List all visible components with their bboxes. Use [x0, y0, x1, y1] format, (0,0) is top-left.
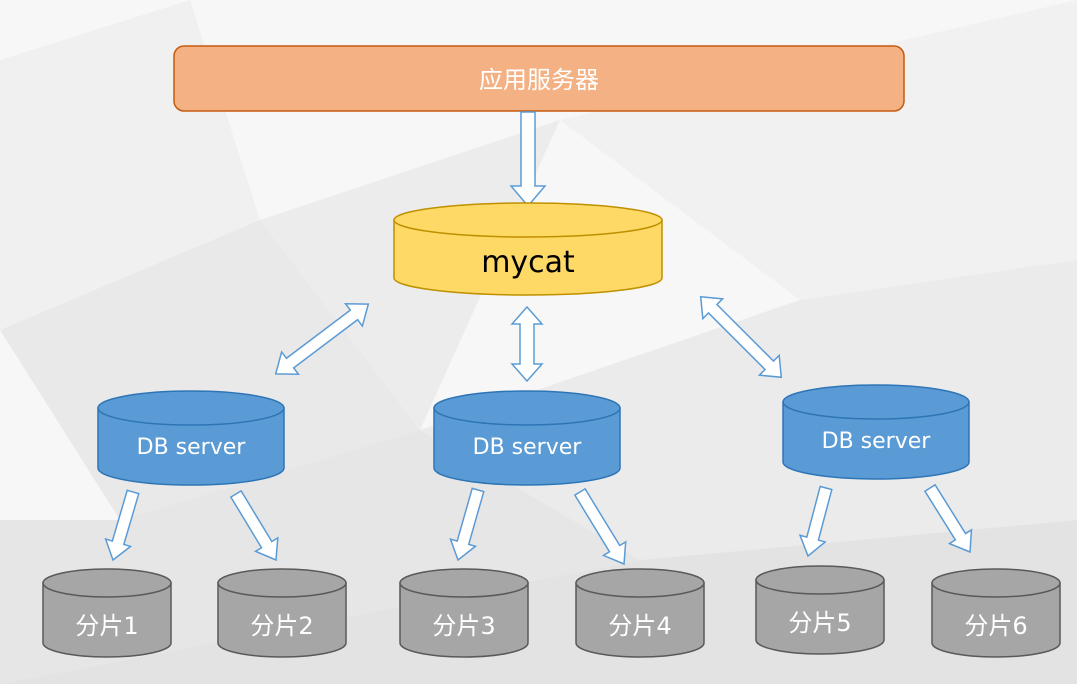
db-server-2-label: DB server — [473, 435, 583, 460]
shard-4-label: 分片4 — [608, 612, 671, 640]
arrow-db-to-shard-1 — [104, 489, 140, 562]
db-server-1: DB server — [97, 390, 285, 486]
arrow-db-to-shard-2 — [229, 489, 279, 562]
arrow-db-to-shard-4 — [573, 487, 627, 566]
shard-6: 分片6 — [931, 568, 1061, 658]
arrow-db-to-shard-3 — [449, 487, 485, 562]
shard-1-label: 分片1 — [75, 612, 138, 640]
mycat-node: mycat — [393, 202, 663, 296]
shard-4: 分片4 — [575, 568, 705, 658]
shard-2-label: 分片2 — [250, 612, 313, 640]
arrow-db-to-shard-5 — [798, 485, 833, 558]
shard-5: 分片5 — [755, 565, 885, 655]
db-server-2: DB server — [433, 390, 621, 486]
db-server-1-label: DB server — [137, 435, 247, 460]
shard-1: 分片1 — [42, 568, 172, 658]
shard-6-label: 分片6 — [964, 612, 1027, 640]
arrow-app-to-mycat — [509, 111, 547, 208]
arrow-mycat-to-db-2 — [510, 305, 544, 383]
arrow-db-to-shard-6 — [923, 483, 973, 554]
arrow-mycat-to-db-1 — [274, 302, 370, 376]
shard-5-label: 分片5 — [788, 609, 851, 637]
shard-3: 分片3 — [399, 568, 529, 658]
db-server-3: DB server — [782, 384, 970, 480]
arrow-mycat-to-db-3 — [699, 295, 783, 379]
app-server-label: 应用服务器 — [479, 66, 599, 94]
mycat-label: mycat — [481, 245, 575, 280]
shard-3-label: 分片3 — [432, 612, 495, 640]
db-server-3-label: DB server — [822, 429, 932, 454]
app-server-box: 应用服务器 — [173, 45, 905, 112]
shard-2: 分片2 — [217, 568, 347, 658]
